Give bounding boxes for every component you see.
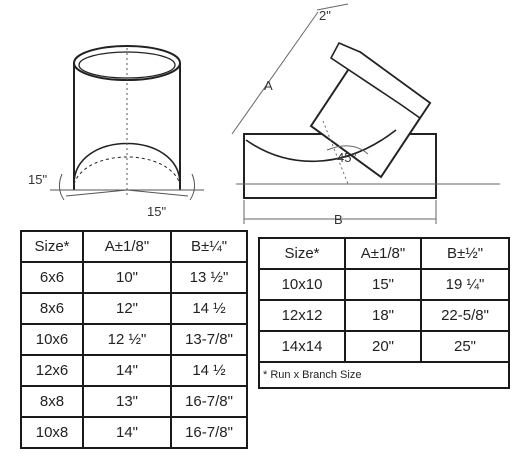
cell-a: 12 ½" [82, 323, 172, 356]
table-footnote-row: * Run x Branch Size [258, 361, 510, 389]
cell-size: 12x12 [258, 299, 346, 332]
cell-a: 20" [344, 330, 422, 363]
cell-a: 12" [82, 292, 172, 325]
branch-joint-curve [245, 129, 397, 163]
table-row: 12x12 18" 22-5/8" [258, 299, 510, 332]
cell-b: 22-5/8" [420, 299, 510, 332]
fitting-drawings: 15" 15" A 2" 45° B [28, 3, 500, 227]
cell-a: 14" [82, 354, 172, 387]
dimension-label-b: B [334, 212, 343, 227]
cell-size: 8x8 [20, 385, 84, 418]
end-view-dimensions [50, 48, 204, 201]
cell-a: 10" [82, 261, 172, 294]
cell-a: 15" [344, 268, 422, 301]
size-table-left: Size* A±1/8" B±¼" 6x6 10" 13 ½" 8x6 12" … [20, 230, 248, 449]
cell-a: 14" [82, 416, 172, 449]
header-a: A±1/8" [344, 237, 422, 270]
lateral-drawing [243, 41, 437, 199]
cell-b: 14 ½ [170, 292, 248, 325]
cell-b: 14 ½ [170, 354, 248, 387]
angle-label-45: 45° [337, 150, 357, 165]
header-a: A±1/8" [82, 230, 172, 263]
angle-label-bottom: 15" [147, 204, 166, 219]
cell-size: 6x6 [20, 261, 84, 294]
dimension-label-a: A [264, 78, 273, 93]
table-row: 6x6 10" 13 ½" [20, 261, 248, 294]
cell-size: 10x6 [20, 323, 84, 356]
header-size: Size* [258, 237, 346, 270]
table-footnote: * Run x Branch Size [258, 361, 510, 389]
table-row: 12x6 14" 14 ½ [20, 354, 248, 387]
branch-collar [329, 41, 432, 120]
cell-b: 16-7/8" [170, 385, 248, 418]
cell-a: 13" [82, 385, 172, 418]
table-row: 10x8 14" 16-7/8" [20, 416, 248, 449]
cell-a: 18" [344, 299, 422, 332]
lateral-dimensions [231, 3, 500, 224]
cell-size: 10x8 [20, 416, 84, 449]
table-row: 10x10 15" 19 ¼" [258, 268, 510, 301]
header-b: B±½" [420, 237, 510, 270]
dimension-label-2in: 2" [319, 8, 331, 23]
cell-b: 16-7/8" [170, 416, 248, 449]
cell-size: 12x6 [20, 354, 84, 387]
table-row: 14x14 20" 25" [258, 330, 510, 363]
table-header-row: Size* A±1/8" B±½" [258, 237, 510, 270]
cell-b: 13 ½" [170, 261, 248, 294]
angle-label-left: 15" [28, 172, 47, 187]
table-row: 8x6 12" 14 ½ [20, 292, 248, 325]
cell-b: 19 ¼" [420, 268, 510, 301]
size-table-right: Size* A±1/8" B±½" 10x10 15" 19 ¼" 12x12 … [258, 237, 510, 389]
table-header-row: Size* A±1/8" B±¼" [20, 230, 248, 263]
table-row: 8x8 13" 16-7/8" [20, 385, 248, 418]
cell-b: 13-7/8" [170, 323, 248, 356]
cell-size: 8x6 [20, 292, 84, 325]
cell-size: 10x10 [258, 268, 346, 301]
header-b: B±¼" [170, 230, 248, 263]
cell-b: 25" [420, 330, 510, 363]
header-size: Size* [20, 230, 84, 263]
cell-size: 14x14 [258, 330, 346, 363]
table-row: 10x6 12 ½" 13-7/8" [20, 323, 248, 356]
